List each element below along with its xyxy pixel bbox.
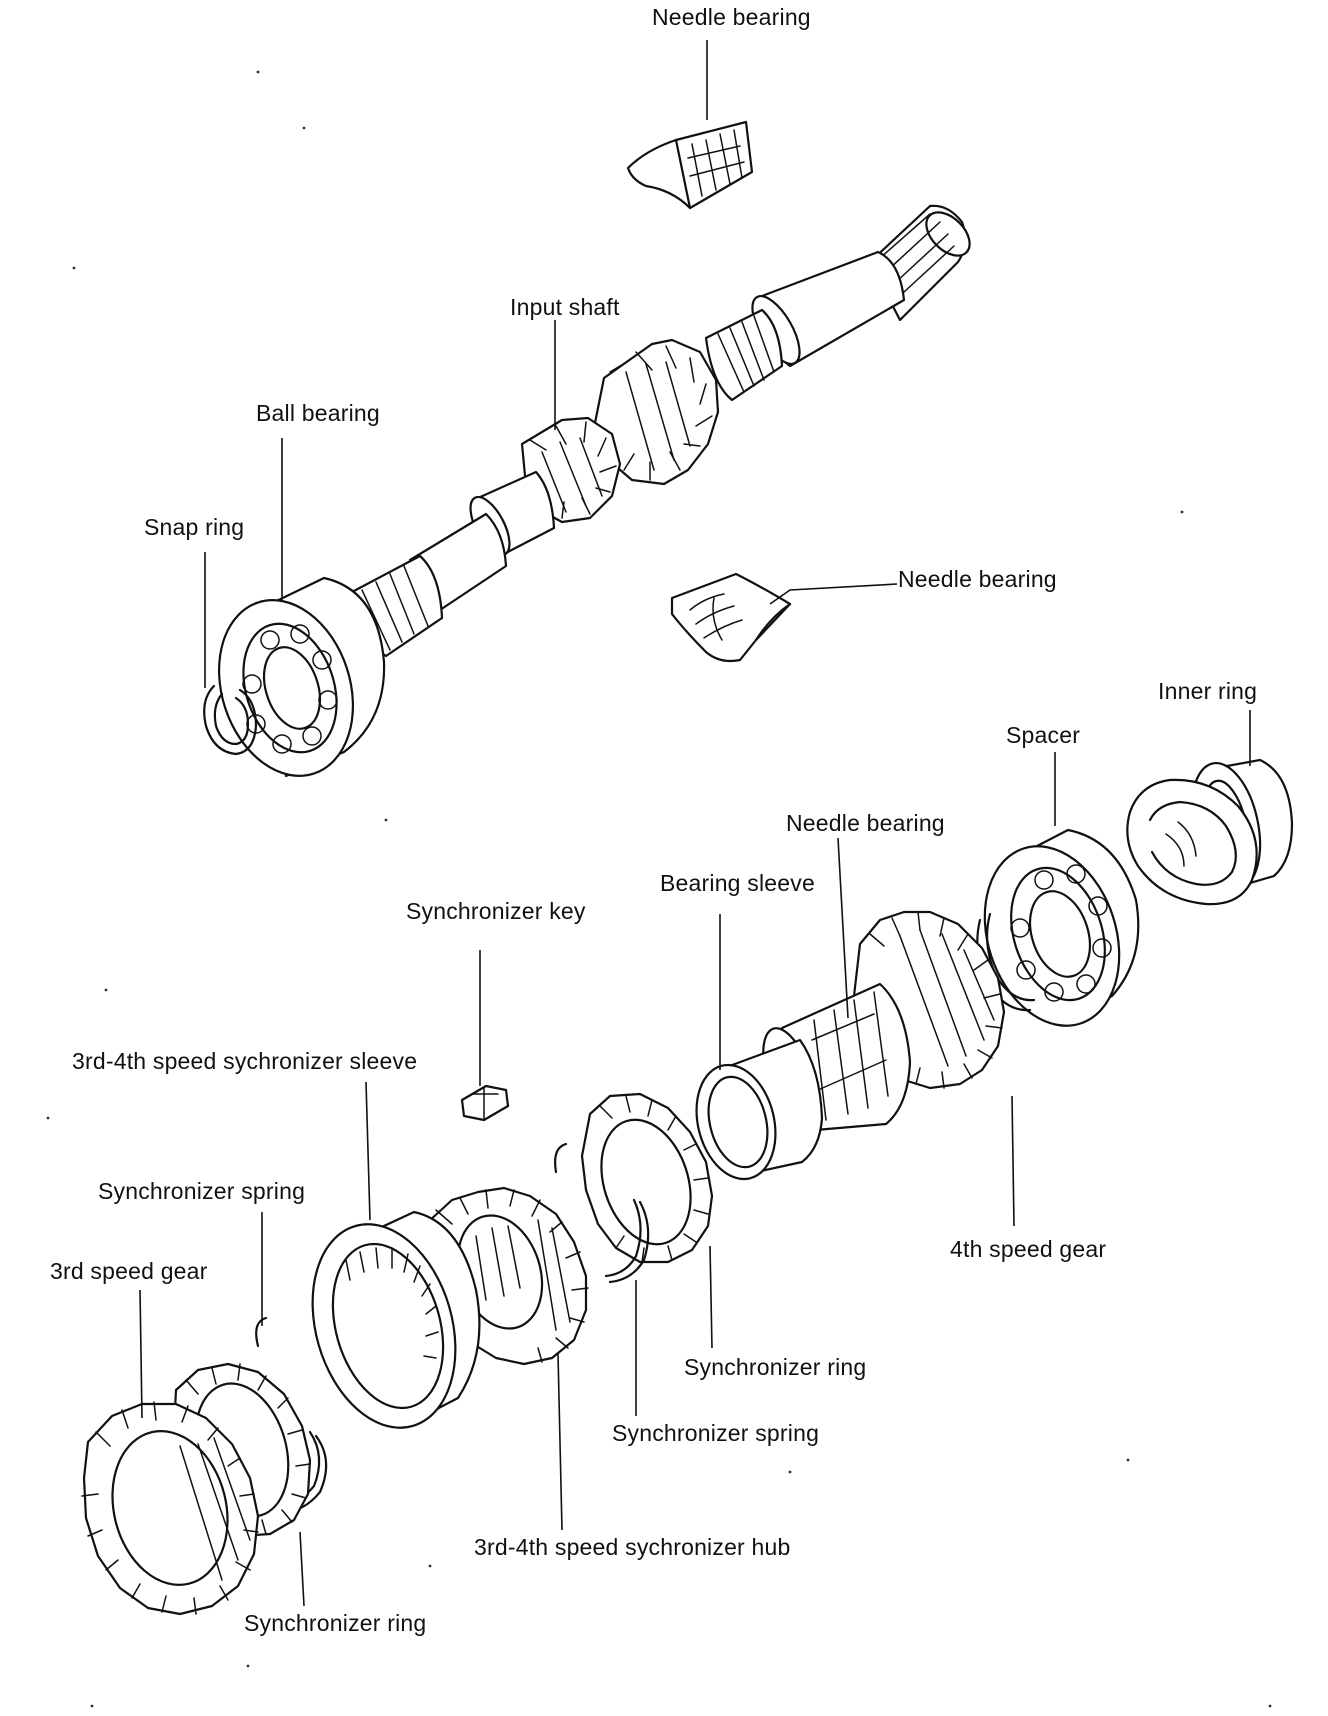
snap-ring-part [203, 684, 258, 756]
label-synchronizer-hub: 3rd-4th speed sychronizer hub [474, 1534, 791, 1560]
scan-specks [46, 70, 1272, 1708]
label-input-shaft: Input shaft [510, 294, 620, 320]
synchronizer-key-part [460, 1084, 510, 1122]
label-synchronizer-ring-left: Synchronizer ring [244, 1610, 427, 1636]
label-needle-bearing-top: Needle bearing [652, 4, 811, 30]
bearing-sleeve-part [695, 1038, 824, 1181]
label-needle-bearing-lower: Needle bearing [786, 810, 945, 836]
ball-bearing-part [217, 576, 386, 778]
bearing-cage-part [983, 828, 1140, 1027]
synchronizer-spring-right-part [554, 1142, 650, 1284]
label-needle-bearing-mid: Needle bearing [898, 566, 1057, 592]
label-spacer: Spacer [1006, 722, 1081, 748]
label-ball-bearing: Ball bearing [256, 400, 380, 426]
needle-bearing-top-part [626, 120, 754, 210]
label-synchronizer-key: Synchronizer key [406, 898, 586, 924]
label-third-speed-gear: 3rd speed gear [50, 1258, 208, 1284]
label-bearing-sleeve: Bearing sleeve [660, 870, 815, 896]
label-synchronizer-spring-right: Synchronizer spring [612, 1420, 820, 1446]
spacer-part [1126, 778, 1258, 906]
third-speed-gear-part [81, 1401, 260, 1616]
label-snap-ring: Snap ring [144, 514, 245, 540]
label-synchronizer-spring-left: Synchronizer spring [98, 1178, 306, 1204]
label-fourth-speed-gear: 4th speed gear [950, 1236, 1107, 1262]
label-inner-ring: Inner ring [1158, 678, 1258, 704]
synchronizer-sleeve-part [311, 1210, 481, 1429]
synchronizer-ring-right-part [580, 1092, 714, 1264]
label-synchronizer-ring-right: Synchronizer ring [684, 1354, 867, 1380]
label-synchronizer-sleeve: 3rd-4th speed sychronizer sleeve [72, 1048, 418, 1074]
needle-bearing-mid-part [670, 572, 792, 663]
input-shaft-part [350, 204, 971, 658]
leader-lines [139, 40, 1251, 1607]
